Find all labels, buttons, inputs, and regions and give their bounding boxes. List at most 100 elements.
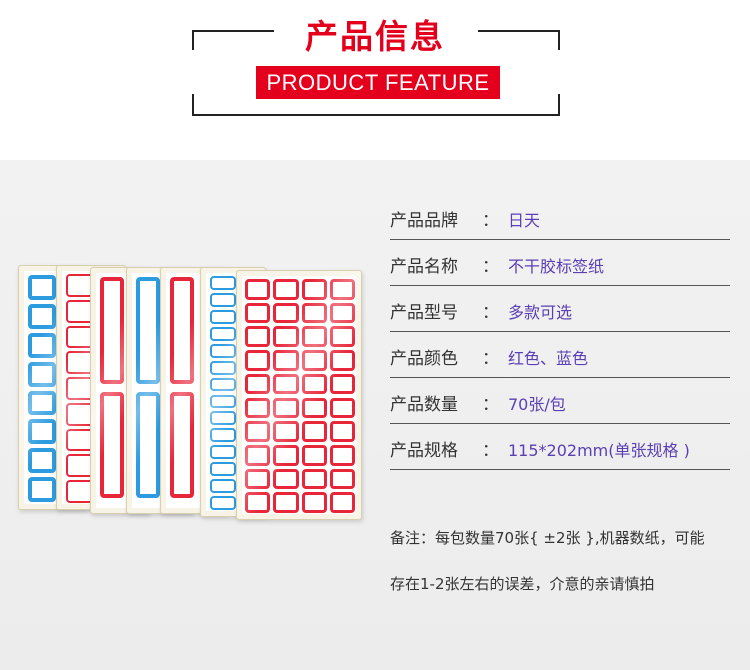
sticker-label — [273, 444, 299, 466]
sticker-label — [210, 326, 236, 341]
sticker-label — [273, 350, 299, 371]
spec-label: 产品颜色 — [390, 349, 458, 369]
sticker-label — [245, 373, 271, 395]
sticker-label — [210, 462, 236, 477]
sticker-label — [329, 421, 355, 442]
sticker-label — [301, 468, 327, 490]
sticker-label — [245, 397, 271, 419]
sticker-label — [245, 492, 271, 513]
spec-colon: ： — [482, 257, 499, 277]
frame-line-bottom-left — [192, 94, 194, 116]
note-line-1: 备注：每包数量70张{ ±2张 },机器数纸，可能 — [390, 529, 705, 547]
sticker-label — [273, 279, 299, 300]
spec-row: 产品名称 ： 不干胶标签纸 — [390, 240, 730, 286]
sticker-label — [210, 377, 236, 392]
sticker-label — [28, 361, 56, 387]
spec-label: 产品型号 — [390, 303, 458, 323]
sticker-label — [210, 445, 236, 460]
spec-colon: ： — [482, 441, 499, 461]
spec-colon: ： — [482, 395, 499, 415]
sticker-label — [245, 326, 271, 348]
sticker-label — [301, 444, 327, 466]
sticker-label — [210, 428, 236, 443]
spec-value: 多款可选 — [508, 303, 573, 322]
sticker-label — [301, 421, 327, 442]
spec-value: 日天 — [508, 211, 541, 230]
sticker-label — [245, 302, 271, 324]
sticker-label — [28, 303, 56, 329]
sticker-label — [210, 394, 236, 409]
sticker-label — [245, 444, 271, 466]
label-pad — [236, 270, 362, 520]
plastic-wrap-gloss — [237, 271, 361, 519]
spec-row: 产品数量 ： 70张/包 — [390, 378, 730, 424]
sticker-label — [170, 391, 194, 499]
sticker-label — [301, 350, 327, 371]
sticker-label — [210, 479, 236, 494]
sticker-label — [210, 360, 236, 375]
spec-label: 产品规格 — [390, 441, 458, 461]
sticker-label — [245, 279, 271, 300]
sticker-label — [245, 468, 271, 490]
sticker-label — [273, 373, 299, 395]
frame-line-top-left — [192, 30, 274, 50]
sticker-label — [329, 279, 355, 300]
spec-row: 产品品牌 ： 日天 — [390, 194, 730, 240]
sticker-label — [245, 421, 271, 442]
sticker-label — [210, 276, 236, 290]
spec-label: 产品数量 — [390, 395, 458, 415]
sticker-label — [301, 492, 327, 513]
sticker-label — [329, 350, 355, 371]
spec-value: 红色、蓝色 — [508, 349, 589, 368]
sticker-label — [136, 391, 160, 499]
spec-row: 产品规格：115*202mm(单张规格 ) — [390, 424, 730, 470]
sticker-label — [136, 277, 160, 384]
sticker-label — [28, 448, 56, 474]
section-subtitle-badge: PRODUCT FEATURE — [256, 66, 500, 99]
frame-line-bottom-right — [558, 94, 560, 116]
sticker-label — [301, 302, 327, 324]
sticker-label — [273, 421, 299, 442]
sticker-label — [329, 468, 355, 490]
sticker-label — [210, 411, 236, 426]
sticker-label — [273, 397, 299, 419]
sticker-label — [28, 275, 56, 300]
label-sheet — [242, 276, 356, 514]
spec-value: 70张/包 — [508, 395, 566, 414]
product-image — [18, 265, 368, 525]
spec-colon: ： — [482, 349, 499, 369]
sticker-label — [301, 373, 327, 395]
section-title: 产品信息 — [305, 17, 445, 56]
sticker-label — [210, 292, 236, 307]
sticker-label — [329, 373, 355, 395]
spec-row: 产品型号 ： 多款可选 — [390, 286, 730, 332]
sticker-label — [329, 302, 355, 324]
sticker-label — [28, 390, 56, 416]
sticker-label — [210, 496, 236, 510]
sticker-label — [329, 492, 355, 513]
sticker-label — [28, 419, 56, 445]
sticker-label — [273, 326, 299, 348]
spec-value: 不干胶标签纸 — [508, 257, 605, 276]
sticker-label — [170, 277, 194, 384]
sticker-label — [329, 397, 355, 419]
section-header: 产品信息 PRODUCT FEATURE — [0, 0, 750, 160]
spec-label: 产品名称 — [390, 257, 458, 277]
sticker-label — [210, 343, 236, 358]
spec-colon: ： — [482, 303, 499, 323]
sticker-label — [210, 309, 236, 324]
note-line-2: 存在1-2张左右的误差，介意的亲请慎拍 — [390, 575, 655, 593]
spec-label: 产品品牌 — [390, 211, 458, 231]
spec-colon: ： — [482, 211, 499, 231]
sticker-label — [28, 332, 56, 358]
sticker-label — [100, 277, 124, 384]
sticker-label — [245, 350, 271, 371]
sticker-label — [301, 326, 327, 348]
sticker-label — [329, 326, 355, 348]
frame-line-bottom — [192, 114, 560, 116]
frame-line-top-right — [478, 30, 560, 50]
sticker-label — [273, 468, 299, 490]
sticker-label — [329, 444, 355, 466]
sticker-label — [301, 279, 327, 300]
spec-row: 产品颜色 ： 红色、蓝色 — [390, 332, 730, 378]
